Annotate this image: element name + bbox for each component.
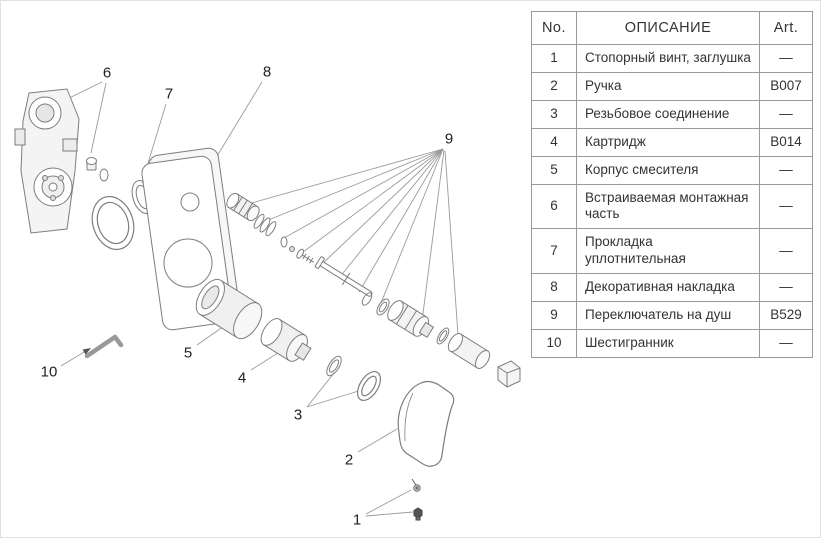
arrow-head [82, 348, 91, 355]
plug-part [86, 157, 109, 182]
washer-stack-part [253, 213, 277, 237]
row-art: — [759, 228, 813, 274]
table-row: 4 Картридж B014 [531, 127, 813, 157]
exploded-diagram: 6 7 8 9 10 5 4 3 2 1 [1, 1, 531, 537]
handle-part [397, 380, 455, 467]
parts-table-container: No. ОПИСАНИЕ Art. 1 Стопорный винт, загл… [531, 10, 813, 358]
row-art: — [759, 44, 813, 73]
table-row: 10 Шестигранник — [531, 328, 813, 358]
table-row: 3 Резьбовое соединение — [531, 99, 813, 129]
small-spring-part [280, 236, 295, 252]
hex-key-part [84, 334, 124, 359]
row-no: 6 [531, 183, 577, 230]
row-no: 8 [531, 273, 577, 302]
callout-3: 3 [293, 406, 303, 424]
table-row: 2 Ручка B007 [531, 72, 813, 101]
row-no: 9 [531, 300, 577, 330]
row-no: 1 [531, 44, 577, 73]
row-art: — [759, 99, 813, 129]
row-description: Ручка [576, 72, 760, 101]
callout-5: 5 [183, 344, 193, 362]
sleeve-ring-part [436, 327, 450, 345]
row-description: Стопорный винт, заглушка [576, 44, 760, 73]
row-description: Переключатель на душ [576, 300, 760, 330]
row-no: 7 [531, 228, 577, 274]
row-no: 5 [531, 155, 577, 185]
row-description: Резьбовое соединение [576, 99, 760, 129]
row-art: B529 [759, 300, 813, 330]
small-screw-part [296, 248, 315, 264]
row-no: 2 [531, 72, 577, 101]
mixer-body-part [195, 278, 263, 340]
extension-sleeve-part [447, 333, 491, 369]
table-row: 5 Корпус смесителя — [531, 155, 813, 185]
table-row: 8 Декоративная накладка — [531, 273, 813, 302]
row-description: Картридж [576, 127, 760, 157]
o-ring-part [91, 195, 135, 251]
thread-washer-part [326, 355, 342, 377]
callout-8: 8 [262, 63, 272, 81]
callout-4: 4 [237, 369, 247, 387]
hex-plug-part [413, 507, 423, 521]
thread-ring-part [356, 371, 382, 401]
callout-1: 1 [352, 511, 362, 529]
table-row: 6 Встраиваемая монтажная часть — [531, 183, 813, 230]
row-no: 10 [531, 328, 577, 358]
row-art: B007 [759, 72, 813, 101]
retainer-ring-part [361, 292, 373, 306]
diverter-body-part [387, 300, 435, 339]
row-no: 3 [531, 99, 577, 129]
row-art: — [759, 328, 813, 358]
row-art: — [759, 183, 813, 230]
table-header-row: No. ОПИСАНИЕ Art. [531, 10, 813, 46]
stop-screw-part [411, 478, 421, 492]
square-plug-part [497, 360, 521, 388]
parts-table: No. ОПИСАНИЕ Art. 1 Стопорный винт, загл… [531, 10, 813, 358]
callout-7: 7 [164, 85, 174, 103]
callout-10: 10 [40, 363, 58, 381]
row-description: Прокладка уплотнительная [576, 228, 760, 274]
row-art: — [759, 273, 813, 302]
callout-2: 2 [344, 451, 354, 469]
washer-part [376, 298, 390, 316]
cartridge-part [260, 318, 312, 362]
table-row: 1 Стопорный винт, заглушка — [531, 44, 813, 73]
row-description: Встраиваемая монтажная часть [576, 183, 760, 230]
row-description: Декоративная накладка [576, 273, 760, 302]
mounting-body-part [14, 88, 80, 234]
leader-lines [58, 81, 460, 517]
row-art: — [759, 155, 813, 185]
row-description: Шестигранник [576, 328, 760, 358]
header-description: ОПИСАНИЕ [576, 10, 760, 46]
row-no: 4 [531, 127, 577, 157]
table-row: 7 Прокладка уплотнительная — [531, 228, 813, 274]
table-row: 9 Переключатель на душ B529 [531, 300, 813, 330]
diagram-art [14, 81, 521, 521]
callout-9: 9 [444, 130, 454, 148]
row-description: Корпус смесителя [576, 155, 760, 185]
header-no: No. [531, 10, 577, 46]
row-art: B014 [759, 127, 813, 157]
header-art: Art. [759, 10, 813, 46]
diverter-knob-part [226, 192, 260, 222]
callout-6: 6 [102, 64, 112, 82]
